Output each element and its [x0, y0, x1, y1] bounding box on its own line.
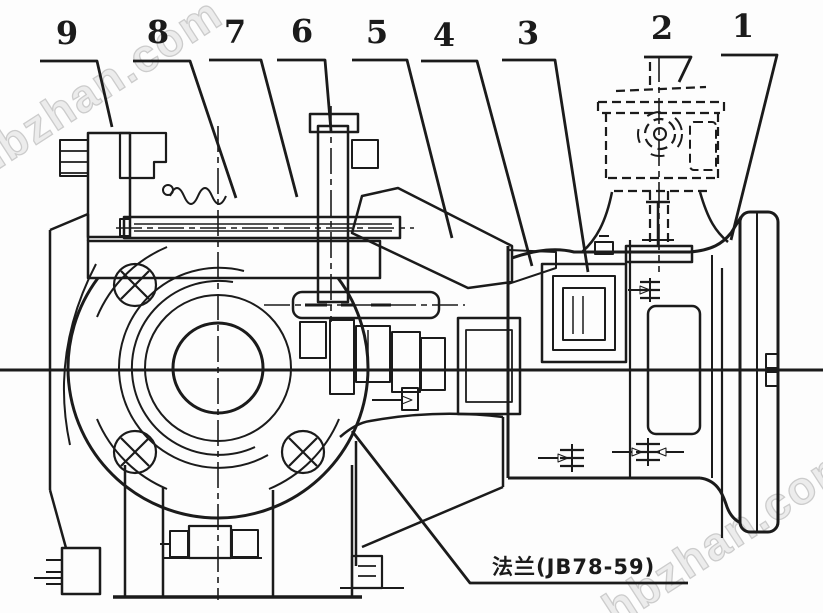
callout-leader-3	[502, 58, 590, 273]
bolt-hole	[112, 429, 158, 475]
bolt-hole	[112, 262, 158, 308]
callout-number-8: 8	[147, 13, 169, 51]
counter-unit	[596, 62, 726, 264]
callout-leader-5	[352, 58, 454, 239]
callout-leader-2	[644, 55, 693, 83]
gear-train-housing	[540, 262, 628, 364]
side-view-body	[506, 191, 743, 538]
callout-number-2: 2	[651, 9, 673, 47]
callout-leader-6	[277, 58, 333, 132]
watermark-text: hbzhan.com	[593, 434, 823, 613]
watermark-text: hbzhan.com	[0, 0, 231, 187]
callout-number-9: 9	[56, 14, 78, 52]
callout-number-7: 7	[224, 13, 246, 51]
bottom-bolt	[612, 438, 684, 466]
bolt-hole	[280, 429, 326, 475]
callout-number-1: 1	[732, 7, 754, 45]
callout-number-4: 4	[433, 16, 455, 54]
callout-number-5: 5	[366, 13, 388, 51]
callout-leader-4	[421, 59, 534, 267]
flange-label-leader	[350, 430, 688, 585]
callout-layer: 9 8 7 6 5 4 3 2 1	[40, 7, 779, 273]
outlet-flange	[738, 210, 780, 534]
callout-leader-1	[721, 53, 779, 241]
adjusting-bolt	[628, 278, 660, 302]
front-view-casing	[34, 212, 505, 599]
bottom-bolt	[538, 444, 584, 472]
shaft-gear-cluster	[291, 249, 557, 416]
callout-number-3: 3	[517, 14, 539, 52]
flange-label-group: 法兰(JB78-59)	[350, 430, 688, 585]
callout-leader-7	[209, 58, 299, 198]
callout-leader-8	[133, 59, 238, 199]
centerlines	[0, 56, 823, 600]
drain-plug	[160, 524, 262, 560]
callout-number-6: 6	[291, 12, 313, 50]
callout-leader-9	[40, 59, 114, 128]
flange-label-text: 法兰(JB78-59)	[492, 555, 655, 579]
